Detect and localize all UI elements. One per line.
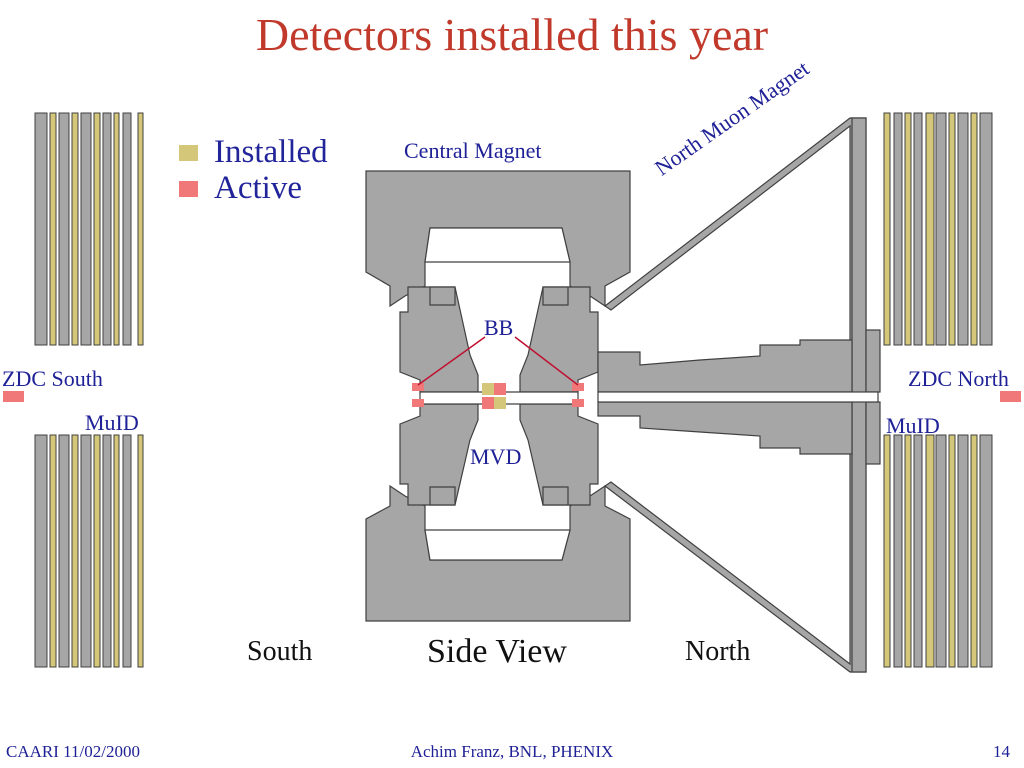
muid-south-label: MuID xyxy=(85,410,139,435)
muid-north-label: MuID xyxy=(886,413,940,438)
zdc-north-label: ZDC North xyxy=(908,366,1009,391)
footer-left: CAARI 11/02/2000 xyxy=(6,742,140,761)
legend-installed-swatch xyxy=(179,145,198,161)
north-muon-magnet xyxy=(597,117,881,673)
bb-detectors xyxy=(412,383,584,407)
mvd-label: MVD xyxy=(470,444,522,469)
legend-active-label: Active xyxy=(214,170,302,206)
south-muid-upper xyxy=(34,112,144,346)
south-label: South xyxy=(247,636,313,667)
footer-page-number: 14 xyxy=(993,742,1010,761)
central-magnet-label: Central Magnet xyxy=(404,138,542,163)
central-magnet xyxy=(365,170,631,622)
footer-center: Achim Franz, BNL, PHENIX xyxy=(410,742,614,761)
zdc-north-detector xyxy=(1000,391,1021,402)
slide-title: Detectors installed this year xyxy=(255,9,769,60)
zdc-south-detector xyxy=(3,391,24,402)
legend-active-swatch xyxy=(179,181,198,197)
zdc-south-label: ZDC South xyxy=(2,366,103,391)
central-pole-pieces xyxy=(399,286,599,506)
south-muid-lower xyxy=(34,434,144,668)
north-muid-upper xyxy=(883,112,993,346)
north-muid-lower xyxy=(883,434,993,668)
bb-label: BB xyxy=(484,315,514,340)
legend-installed-label: Installed xyxy=(214,134,328,170)
mvd-detector xyxy=(482,383,506,409)
side-view-label: Side View xyxy=(427,633,567,670)
north-label: North xyxy=(685,636,751,667)
bb-pointer-lines xyxy=(417,336,579,386)
